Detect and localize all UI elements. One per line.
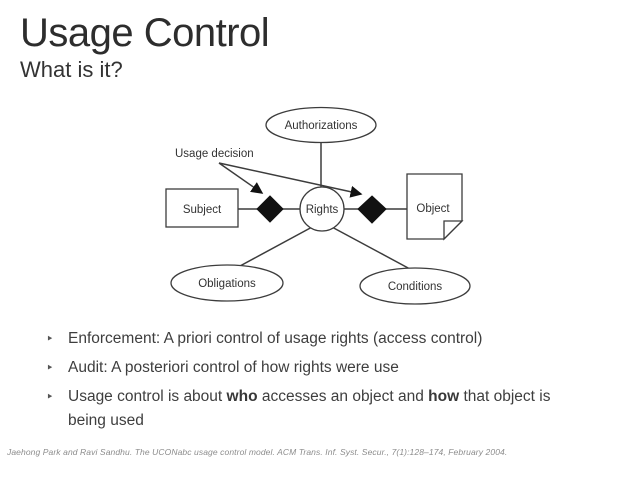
- subject-rights-diamond: [256, 195, 284, 223]
- list-item: ‣ Enforcement: A priori control of usage…: [46, 327, 574, 351]
- subject-label: Subject: [183, 204, 222, 216]
- page-subtitle: What is it?: [20, 57, 123, 82]
- usage-control-diagram: Authorizations Subject Object Rights Usa…: [165, 106, 471, 305]
- bullet-text-bold: how: [428, 388, 460, 405]
- rights-label: Rights: [306, 204, 339, 216]
- list-item: ‣ Audit: A posteriori control of how rig…: [46, 356, 574, 380]
- rights-object-diamond: [357, 195, 387, 224]
- bullet-text: Audit: A posteriori control of how right…: [68, 359, 399, 376]
- bullet-text-segment: accesses an object and: [257, 388, 429, 405]
- rights-conditions-line: [329, 225, 411, 270]
- conditions-label: Conditions: [388, 281, 443, 293]
- bullet-text-segment: Usage control is about: [68, 388, 227, 405]
- object-node: Object: [406, 173, 464, 241]
- usage-decision-label: Usage decision: [175, 148, 254, 160]
- rights-node: Rights: [299, 186, 345, 232]
- bullet-text-bold: who: [226, 388, 258, 405]
- slide-header: Usage Control What is it?: [20, 10, 270, 83]
- page-title: Usage Control: [20, 11, 270, 55]
- subject-node: Subject: [165, 188, 239, 228]
- object-label: Object: [416, 203, 450, 215]
- rights-obligations-line: [239, 225, 315, 267]
- bullet-text: Enforcement: A priori control of usage r…: [68, 330, 483, 347]
- usage-decision-arrow-left: [218, 162, 264, 194]
- citation-footer: Jaehong Park and Ravi Sandhu. The UCONab…: [7, 447, 508, 457]
- triangle-bullet-icon: ‣: [46, 331, 54, 346]
- triangle-bullet-icon: ‣: [46, 389, 54, 404]
- usage-decision-arrow-right: [218, 162, 363, 198]
- conditions-node: Conditions: [359, 267, 471, 305]
- authorizations-label: Authorizations: [285, 120, 358, 132]
- usage-decision-annotation: Usage decision: [175, 148, 363, 198]
- bullet-text-segment: that object is being used: [68, 388, 551, 429]
- bullet-text: Usage control is about who accesses an o…: [68, 385, 574, 433]
- obligations-label: Obligations: [198, 278, 256, 290]
- authorizations-node: Authorizations: [265, 106, 377, 144]
- obligations-node: Obligations: [170, 264, 284, 302]
- list-item: ‣ Usage control is about who accesses an…: [46, 385, 574, 433]
- bullet-list: ‣ Enforcement: A priori control of usage…: [46, 327, 574, 438]
- object-fold-corner: [443, 220, 464, 241]
- triangle-bullet-icon: ‣: [46, 360, 54, 375]
